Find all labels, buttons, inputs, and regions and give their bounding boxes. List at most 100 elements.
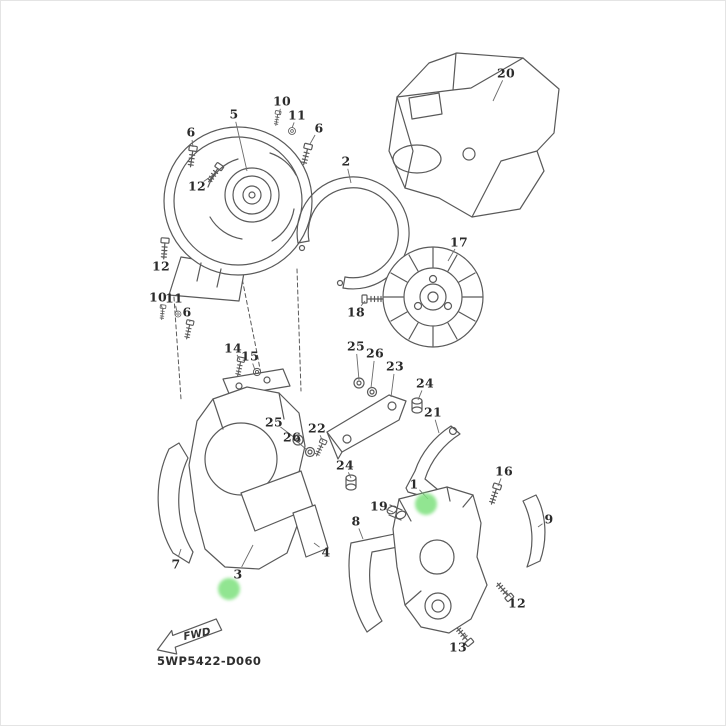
part-number-1: 1 xyxy=(409,476,419,492)
leader-line-12 xyxy=(203,174,214,182)
part-number-11: 11 xyxy=(288,107,306,123)
leader-line-6 xyxy=(188,319,191,323)
diagram-code: 5WP5422-D060 xyxy=(157,654,262,668)
part-number-22: 22 xyxy=(308,420,326,436)
nut-26 xyxy=(366,386,378,398)
washer-11 xyxy=(174,310,182,318)
leader-line-26 xyxy=(370,360,375,389)
leader-line-7 xyxy=(178,548,182,557)
fwd-arrow: FWD xyxy=(156,618,223,655)
leader-line-15 xyxy=(252,363,256,371)
bolt-6 xyxy=(182,319,195,341)
leader-line-22 xyxy=(319,435,324,443)
leader-line-11 xyxy=(291,122,295,129)
leader-line-14 xyxy=(236,354,241,361)
highlight-dot-1 xyxy=(415,493,437,515)
part-20-top-cover xyxy=(388,52,560,218)
part-19-spacer xyxy=(386,504,407,521)
leader-line-6 xyxy=(191,139,194,148)
bolt-10 xyxy=(272,110,282,127)
part-23-bracket xyxy=(326,394,407,460)
part-number-15: 15 xyxy=(241,348,259,364)
nut-26 xyxy=(304,446,316,458)
leader-line-1 xyxy=(419,489,429,500)
part-2-retainer-ring xyxy=(296,176,410,290)
leader-line-5 xyxy=(235,121,248,172)
part-4-seal-strip xyxy=(292,504,329,558)
leader-line-10 xyxy=(160,304,164,311)
leader-line-4 xyxy=(313,542,320,548)
part-number-13: 13 xyxy=(449,639,467,655)
part-number-23: 23 xyxy=(386,358,404,374)
bolt-18 xyxy=(361,294,384,304)
part-24-collar xyxy=(411,397,423,414)
leader-line-17 xyxy=(447,248,456,262)
part-number-2: 2 xyxy=(341,153,351,169)
part-7-duct xyxy=(157,442,194,564)
part-number-26: 26 xyxy=(283,429,301,445)
leader-line-24 xyxy=(417,390,423,401)
part-number-24: 24 xyxy=(416,375,434,391)
bolt-6 xyxy=(185,144,198,168)
part-number-19: 19 xyxy=(370,498,388,514)
part-number-10: 10 xyxy=(273,93,291,109)
screw-22 xyxy=(312,437,328,458)
leader-line-23 xyxy=(390,373,395,398)
part-21-bracket xyxy=(405,425,461,499)
leader-line-16 xyxy=(497,478,502,487)
part-number-17: 17 xyxy=(450,234,468,250)
part-number-6: 6 xyxy=(182,304,192,320)
part-number-3: 3 xyxy=(233,566,243,582)
bolt-6 xyxy=(299,142,314,167)
part-24-collar xyxy=(345,474,357,491)
leader-line-3 xyxy=(241,544,254,568)
part-17-flywheel-fan xyxy=(382,246,484,348)
leader-line-13 xyxy=(461,633,467,641)
part-number-11: 11 xyxy=(165,290,183,306)
leader-line-24 xyxy=(347,472,352,479)
leader-line-25 xyxy=(280,426,296,439)
leader-line-12 xyxy=(162,250,166,259)
leader-line-2 xyxy=(347,168,352,184)
bolt-10 xyxy=(158,304,167,321)
part-number-25: 25 xyxy=(347,338,365,354)
part-number-14: 14 xyxy=(224,340,242,356)
part-number-25: 25 xyxy=(265,414,283,430)
part-3-air-shroud xyxy=(188,368,314,570)
screw-14 xyxy=(233,356,246,378)
part-5-fan-cover xyxy=(163,126,313,302)
part-number-12: 12 xyxy=(152,258,170,274)
washer-25 xyxy=(292,434,304,446)
part-number-7: 7 xyxy=(171,556,181,572)
washer-11 xyxy=(288,127,296,135)
leader-line-18 xyxy=(360,300,366,307)
part-number-12: 12 xyxy=(188,178,206,194)
part-number-9: 9 xyxy=(544,511,554,527)
leader-line-11 xyxy=(175,305,178,313)
nut-15 xyxy=(252,367,262,377)
part-8-bracket xyxy=(348,528,425,633)
part-1-cylinder-shroud xyxy=(392,486,488,634)
bolt-12 xyxy=(204,161,225,185)
highlight-dot-2 xyxy=(218,578,240,600)
part-9-side-strip xyxy=(522,494,546,568)
bolt-16 xyxy=(487,482,503,506)
part-number-4: 4 xyxy=(321,544,331,560)
part-number-24: 24 xyxy=(336,457,354,473)
construction-lines xyxy=(172,268,302,400)
leader-line-21 xyxy=(434,419,440,434)
part-number-6: 6 xyxy=(186,124,196,140)
fwd-label: FWD xyxy=(182,626,212,644)
leader-line-10 xyxy=(278,108,281,116)
leader-line-26 xyxy=(297,441,308,451)
leader-line-8 xyxy=(358,528,364,540)
leader-line-9 xyxy=(537,523,543,528)
leader-line-6 xyxy=(309,134,316,145)
part-number-10: 10 xyxy=(149,289,167,305)
bolt-12 xyxy=(159,237,170,260)
